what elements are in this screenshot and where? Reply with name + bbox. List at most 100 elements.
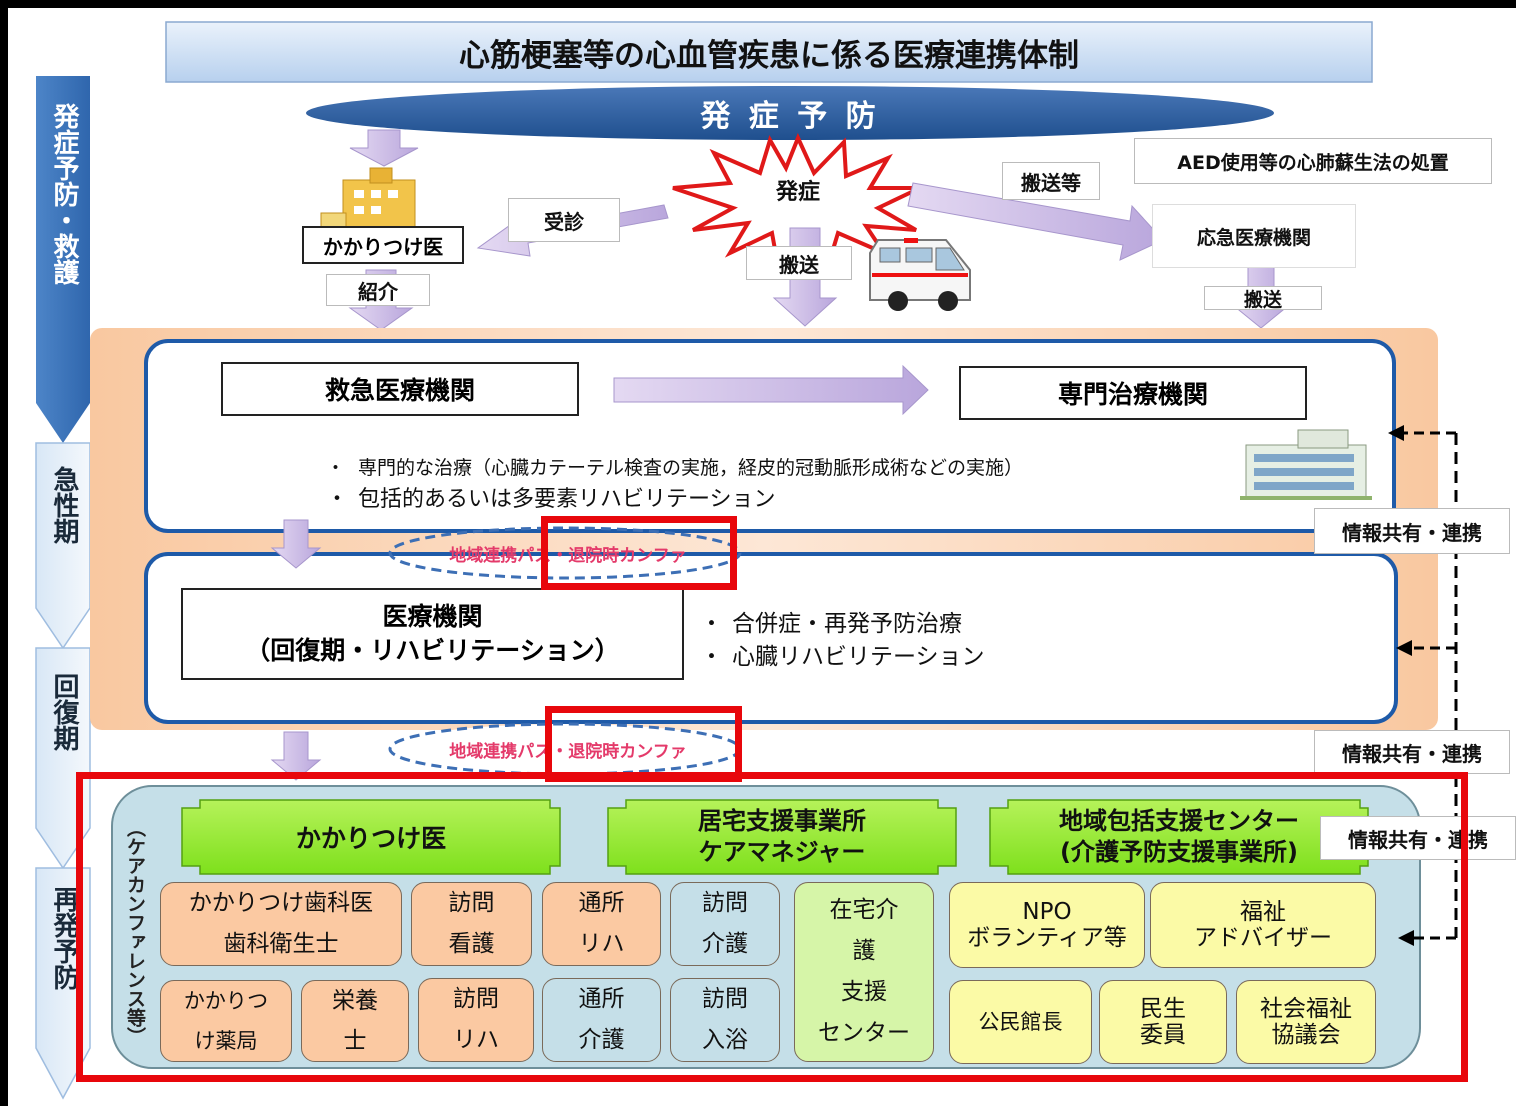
diagram-graphics: [35, 21, 1458, 1100]
hospital-building-icon: [1240, 429, 1372, 500]
cell-text: 在宅介: [829, 897, 899, 924]
cell-visit-rehab: 訪問 リハ: [418, 978, 534, 1062]
acute-bullet-2: ・ 包括的あるいは多要素リハビリテーション: [326, 482, 1226, 512]
highlight-box-1: [541, 516, 737, 590]
kakaritsuke-clinic-label: かかりつけ医: [302, 226, 464, 264]
highlight-box-2: [545, 706, 742, 782]
care-office-banner: [607, 799, 957, 875]
pathway-ellipse-1: [388, 526, 742, 580]
prevention-banner-label: 発 症 予 防: [700, 99, 880, 134]
cell-pharmacy: かかりつ け薬局: [160, 980, 292, 1062]
cell-text: ボランティア等: [967, 925, 1127, 951]
cell-text: リハ: [578, 931, 625, 958]
recovery-bullet-text-2: 心臓リハビリテーション: [732, 644, 985, 670]
bullet-mark: ・: [326, 456, 346, 479]
info-share-arrowhead-3: [1398, 930, 1414, 946]
cell-text: 護: [852, 938, 876, 965]
cell-text: 協議会: [1271, 1022, 1341, 1048]
support-center-banner-label: 地域包括支援センター (介護予防支援事業所): [990, 800, 1368, 874]
cell-text: 介護: [702, 931, 748, 958]
cell-text: 民生: [1140, 995, 1186, 1022]
cell-dentist: かかりつけ歯科医 歯科衛生士: [160, 882, 402, 966]
page-title: 心筋梗塞等の心血管疾患に係る医療連携体制: [459, 37, 1079, 74]
specialist-hospital-box: 専門治療機関: [959, 366, 1307, 420]
cell-text: NPO: [1022, 898, 1072, 925]
phase-label-recovery: 回復期: [49, 673, 79, 751]
arrow-banner-to-clinic: [349, 129, 419, 167]
cell-text: 栄養: [332, 987, 378, 1014]
bullet-mark: ・: [326, 487, 349, 512]
recovery-bullet-1: ・ 合併症・再発予防治療: [700, 605, 1100, 637]
cell-text: アドバイザー: [1194, 925, 1332, 951]
highlight-box-3: [76, 772, 1468, 1082]
transport-etc-label: 搬送等: [1002, 162, 1100, 200]
consultation-label: 受診: [508, 198, 620, 242]
arrow-onset-to-facility: [907, 182, 1164, 261]
info-share-label-2: 情報共有・連携: [1314, 730, 1510, 774]
cell-welfare-advisor: 福祉 アドバイザー: [1150, 882, 1376, 968]
acute-bullet-text-2: 包括的あるいは多要素リハビリテーション: [358, 487, 776, 512]
cell-text: 訪問: [453, 986, 499, 1013]
cell-text: 入浴: [702, 1027, 748, 1054]
recovery-hospital-box: 医療機関 （回復期・リハビリテーション）: [181, 588, 684, 680]
phase-arrow-prevention: [36, 76, 90, 443]
cell-text: 委員: [1140, 1022, 1186, 1048]
cell-text: 訪問: [702, 986, 748, 1013]
acute-bullet-1: ・ 専門的な治療（心臓カテーテル検査の実施，経皮的冠動脈形成術などの実施）: [326, 452, 1226, 480]
recovery-bullet-2: ・ 心臓リハビリテーション: [700, 638, 1100, 670]
kakaritsuke-banner: [181, 799, 561, 875]
care-office-title: 居宅支援事業所: [698, 806, 866, 835]
cell-day-care: 通所 介護: [542, 978, 661, 1062]
pathway-label-1: 地域連携パス・退院時カンファ: [449, 545, 687, 566]
cell-text: かかりつけ歯科医: [188, 890, 374, 917]
cell-npo: NPO ボランティア等: [949, 882, 1145, 968]
bullet-mark: ・: [700, 611, 723, 637]
cell-text: 通所: [578, 890, 625, 917]
cell-community-hall: 公民館長: [949, 980, 1092, 1064]
diagram-canvas: 心筋梗塞等の心血管疾患に係る医療連携体制 発 症 予 防 発症予防・救護 急性期…: [8, 8, 1516, 1106]
cell-visit-bath: 訪問 入浴: [670, 978, 780, 1062]
recovery-hospital-title: 医療機関: [382, 602, 483, 632]
cell-text: リハ: [453, 1027, 499, 1054]
cell-dietitian: 栄養 士: [301, 980, 409, 1062]
cell-text: センター: [818, 1020, 910, 1047]
ambulance-icon: [869, 238, 971, 311]
cell-day-rehab: 通所 リハ: [542, 882, 661, 966]
phase-label-prevention: 発症予防・救護: [49, 103, 79, 285]
cell-text: け薬局: [194, 1028, 258, 1053]
care-manager-title: ケアマネジャー: [698, 838, 866, 866]
recovery-bullet-text-1: 合併症・再発予防治療: [732, 611, 962, 637]
arrow-recovery-to-community: [270, 731, 322, 781]
arrow-acute-to-recovery: [270, 519, 322, 569]
support-center-subtitle: (介護予防支援事業所): [1060, 838, 1298, 866]
phase-label-acute: 急性期: [49, 466, 79, 544]
care-office-banner-label: 居宅支援事業所 ケアマネジャー: [608, 800, 956, 874]
cell-text: 支援: [841, 979, 887, 1006]
cell-visit-care: 訪問 介護: [670, 882, 780, 966]
info-share-arrowhead-2: [1396, 640, 1412, 656]
cell-text: 社会福祉: [1260, 995, 1352, 1022]
info-share-arrowhead-1: [1388, 425, 1404, 441]
cell-text: かかりつ: [183, 988, 269, 1013]
support-center-banner: [989, 799, 1369, 875]
bullet-mark: ・: [700, 644, 723, 670]
transport-label-center: 搬送: [746, 246, 852, 280]
emergency-hospital-box: 救急医療機関: [221, 362, 579, 416]
cell-text: 訪問: [702, 890, 748, 917]
clinic-building-icon: [314, 167, 424, 231]
phase-label-relapse: 再発予防: [49, 886, 79, 990]
cell-text: 通所: [578, 986, 625, 1013]
cell-social-welfare-council: 社会福祉 協議会: [1236, 980, 1376, 1064]
cell-text: 介護: [578, 1027, 625, 1054]
cell-welfare-commissioner: 民生 委員: [1099, 980, 1227, 1064]
cell-text: 福祉: [1240, 898, 1286, 925]
info-share-label-1: 情報共有・連携: [1314, 508, 1510, 554]
cell-text: 公民館長: [978, 1009, 1063, 1034]
transport-label-right: 搬送: [1204, 286, 1322, 311]
support-center-title: 地域包括支援センター: [1059, 806, 1299, 835]
cell-text: 士: [343, 1027, 367, 1054]
phase-arrow-acute: [35, 442, 91, 650]
pathway-label-2: 地域連携パス・退院時カンファ: [449, 741, 687, 762]
cell-text: 訪問: [448, 890, 495, 917]
acute-bullet-text-1: 専門的な治療（心臓カテーテル検査の実施，経皮的冠動脈形成術などの実施）: [358, 456, 1024, 479]
